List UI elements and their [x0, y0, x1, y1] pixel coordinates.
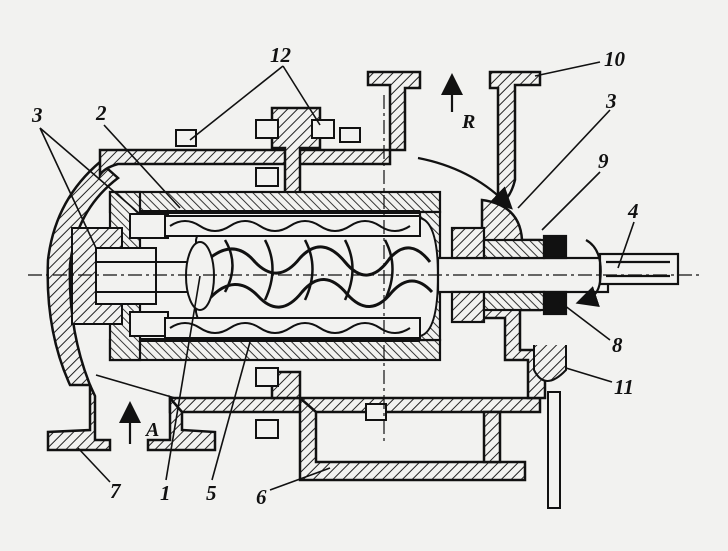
flow-label-inlet: A [144, 419, 159, 441]
callout-8: 10 [604, 47, 626, 71]
leader-lines [39, 61, 635, 491]
callout-3-left: 3 [31, 103, 43, 127]
flange-bolts [175, 119, 387, 439]
callout-2: 2 [95, 101, 107, 125]
flow-arrows [119, 73, 513, 444]
drain-valve [533, 345, 567, 509]
callout-5: 5 [206, 481, 217, 505]
callout-4: 4 [627, 199, 639, 223]
callout-11: 11 [614, 375, 634, 399]
callout-6: 6 [256, 485, 267, 509]
callout-1: 1 [160, 481, 171, 505]
left-end-cover [71, 213, 200, 337]
flow-label-outlet: R [461, 111, 475, 133]
callout-3-right: 3 [605, 89, 617, 113]
flow-labels: R A [144, 111, 475, 441]
callout-12: 12 [270, 43, 292, 67]
callout-10: 8 [612, 333, 623, 357]
screw-rotors [164, 215, 440, 339]
callout-9: 9 [598, 149, 609, 173]
callout-labels: 12 3 2 10 3 9 4 8 11 7 1 5 6 [31, 43, 639, 509]
callout-7: 7 [110, 479, 122, 503]
